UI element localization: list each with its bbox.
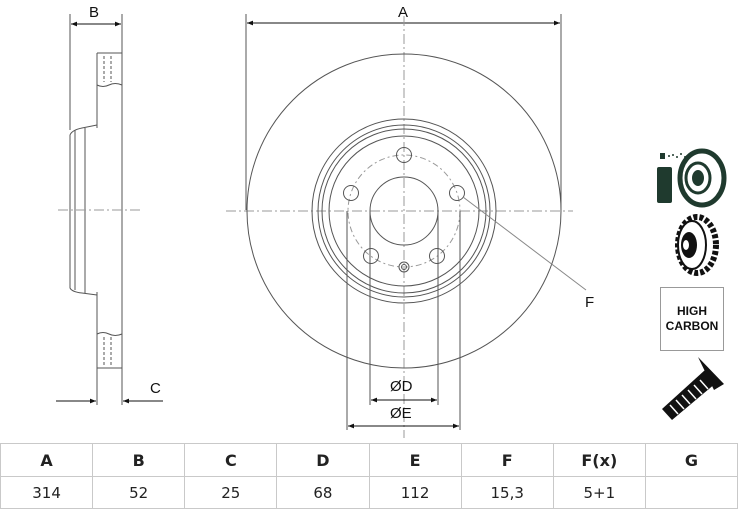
dimensions-table: A B C D E F F(x) G 314 52 25 68 112 15,3…	[0, 443, 738, 509]
side-view	[56, 14, 163, 405]
header-g: G	[644, 443, 738, 477]
dimension-label-b: B	[89, 4, 100, 21]
spray-disc-icon	[657, 148, 727, 208]
header-a: A	[0, 443, 94, 477]
badge-line-2: CARBON	[665, 319, 719, 333]
dimension-label-e: ØE	[390, 405, 412, 422]
badge-line-1: HIGH	[677, 304, 707, 318]
dimension-label-d: ØD	[390, 378, 413, 395]
dimension-label-f: F	[585, 294, 595, 311]
header-e: E	[368, 443, 462, 477]
vented-disc-icon	[675, 214, 719, 276]
dimension-label-a: A	[398, 4, 409, 21]
table-header-row: A B C D E F F(x) G	[0, 443, 738, 477]
header-f: F	[460, 443, 554, 477]
dimension-label-c: C	[150, 380, 161, 397]
header-fx: F(x)	[552, 443, 646, 477]
screw-icon	[662, 357, 724, 420]
header-b: B	[92, 443, 186, 477]
header-d: D	[276, 443, 370, 477]
header-c: C	[184, 443, 278, 477]
brake-disc-drawing	[56, 14, 727, 438]
high-carbon-badge: HIGH CARBON	[660, 287, 724, 351]
front-view	[226, 14, 587, 438]
